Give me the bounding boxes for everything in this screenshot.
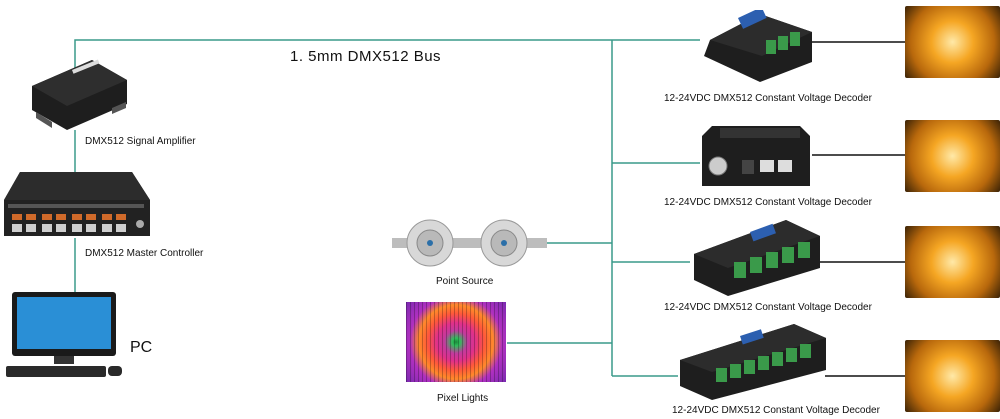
pc-device (6, 292, 122, 377)
decoder-device-4 (680, 324, 826, 400)
decoder-label-2: 12-24VDC DMX512 Constant Voltage Decoder (664, 197, 872, 208)
decoder-device-3 (694, 220, 820, 296)
decoder-device-1 (704, 10, 812, 82)
led-strip-image (905, 226, 1000, 298)
decoder-label-1: 12-24VDC DMX512 Constant Voltage Decoder (664, 93, 872, 104)
decoder-label-3: 12-24VDC DMX512 Constant Voltage Decoder (664, 302, 872, 313)
decoder-label-4: 12-24VDC DMX512 Constant Voltage Decoder (672, 405, 880, 416)
pc-label: PC (130, 339, 153, 356)
led-strip-image (905, 6, 1000, 78)
amplifier-label: DMX512 Signal Amplifier (85, 136, 196, 147)
led-strip-image (905, 120, 1000, 192)
pixel-lights-label: Pixel Lights (437, 393, 489, 404)
bus-label: 1. 5mm DMX512 Bus (290, 48, 442, 65)
decoder-device-2 (702, 126, 810, 186)
led-strip-image (905, 340, 1000, 412)
point-source-device (392, 219, 547, 267)
master-controller-label: DMX512 Master Controller (85, 248, 204, 259)
point-source-label: Point Source (436, 276, 494, 287)
master-controller-device (4, 172, 150, 236)
signal-amplifier-device (32, 59, 127, 130)
pixel-lights-panel (406, 302, 506, 382)
